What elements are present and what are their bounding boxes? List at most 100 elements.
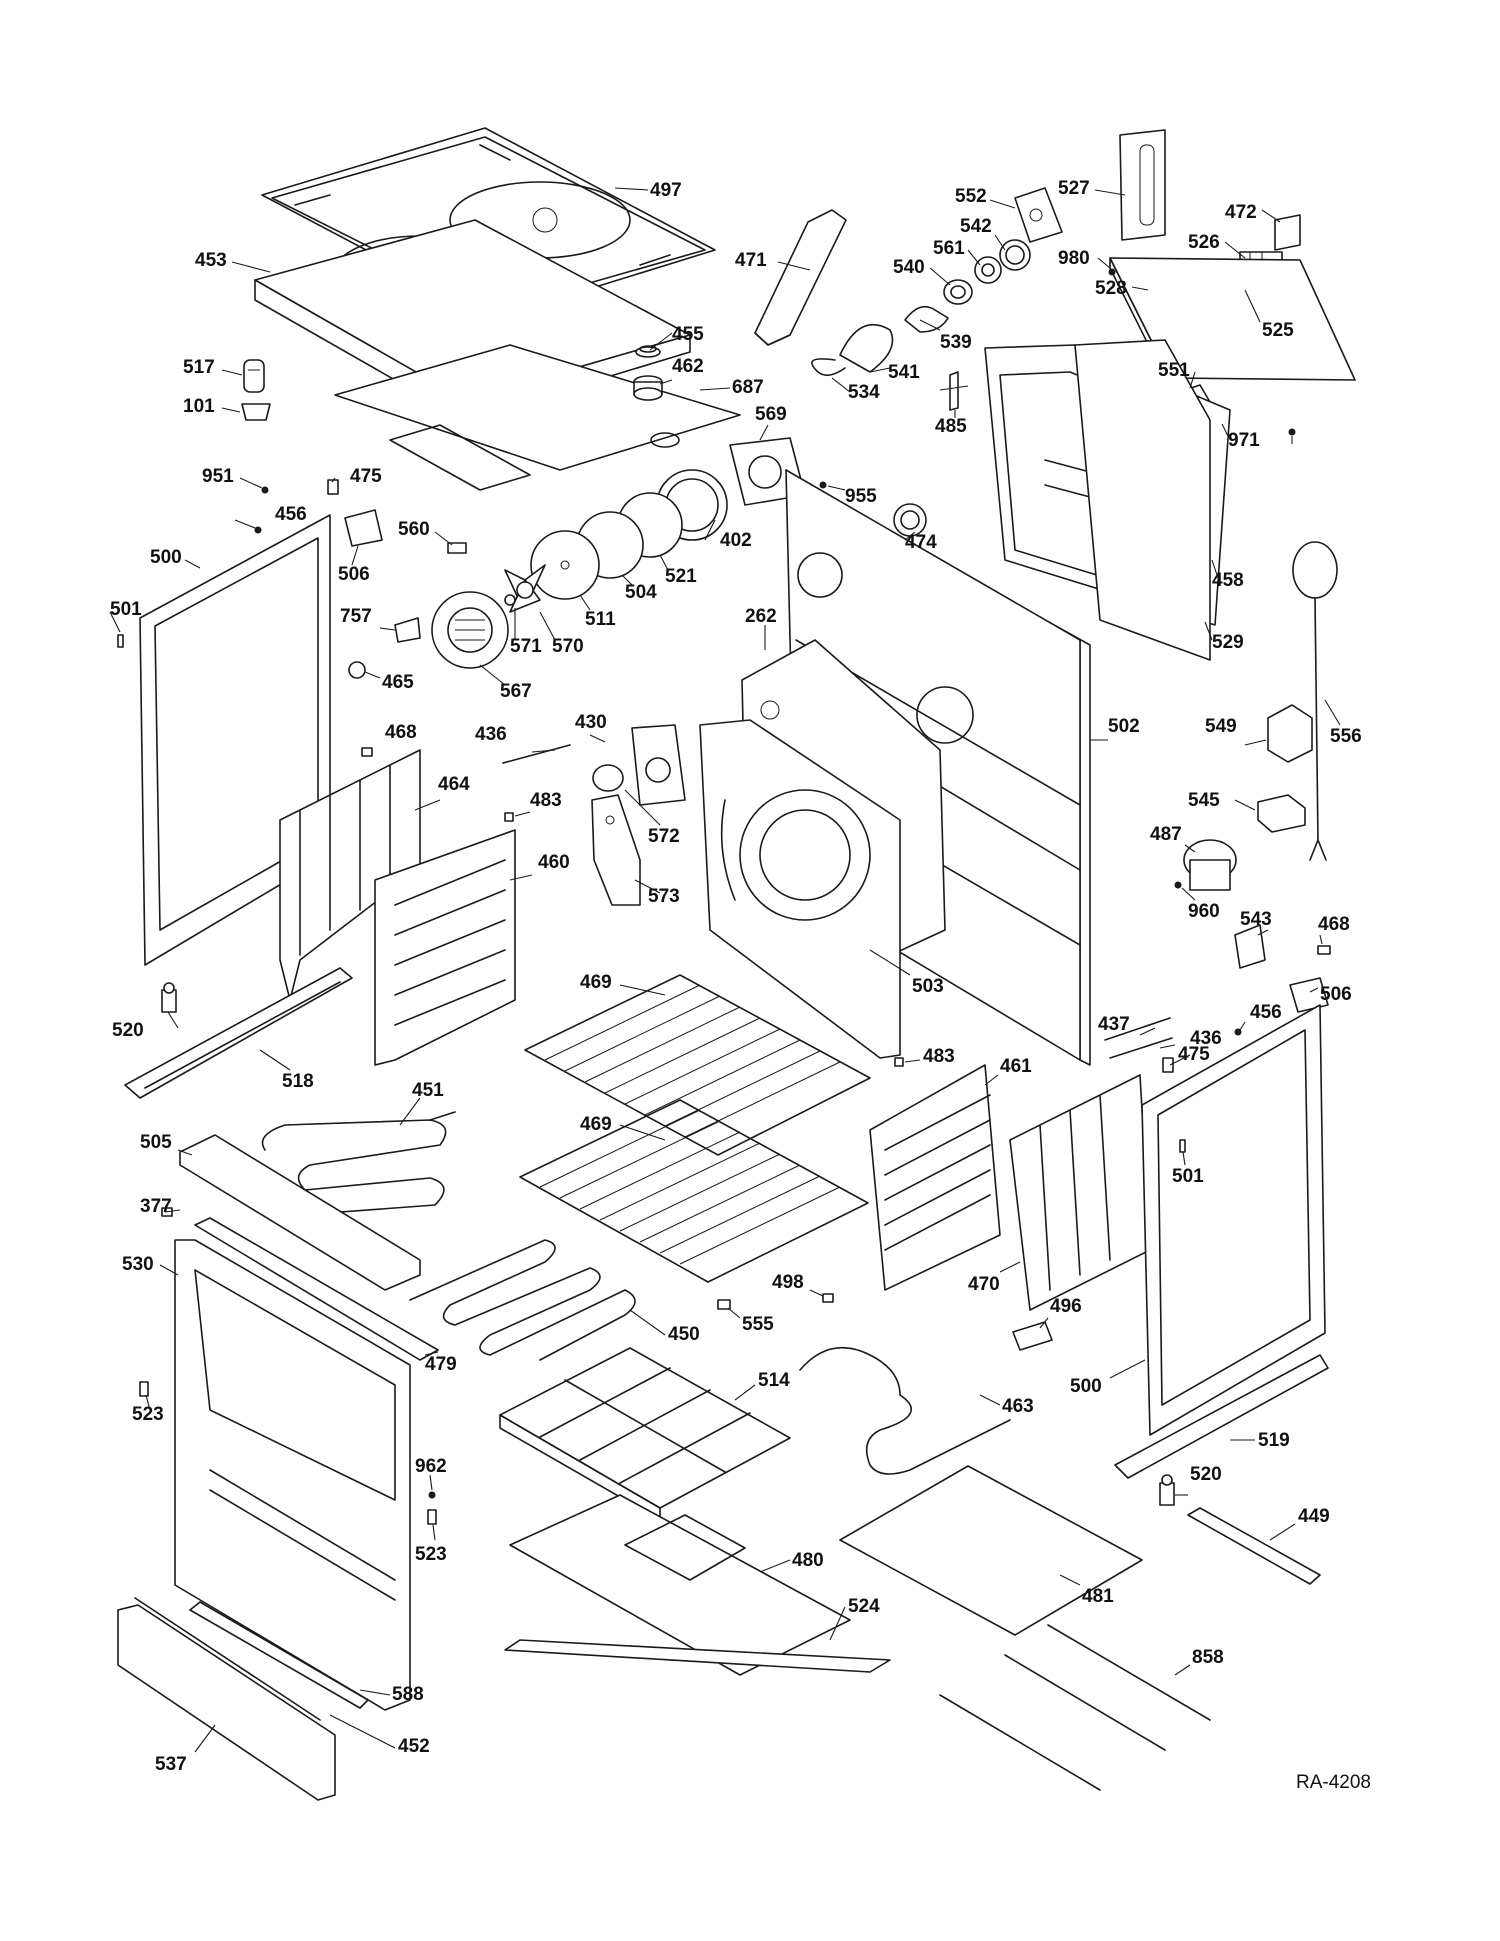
leader-lines [109,187,1341,1753]
callout-461: 461 [1000,1056,1032,1077]
callout-481: 481 [1082,1586,1114,1607]
callout-483-right: 483 [923,1046,955,1067]
callout-955: 955 [845,486,877,507]
terminal-block-545 [1257,794,1306,833]
callout-458: 458 [1212,570,1244,591]
callout-567: 567 [500,681,532,702]
trim-452 [134,1597,321,1721]
rod-436-upper [502,744,571,764]
callout-521: 521 [665,566,697,587]
callout-483-left: 483 [530,790,562,811]
callout-464: 464 [438,774,470,795]
screw-962 [428,1491,436,1499]
callout-540: 540 [893,257,925,278]
callout-455: 455 [672,324,704,345]
callout-552: 552 [955,186,987,207]
callout-526: 526 [1188,232,1220,253]
callout-505: 505 [140,1132,172,1153]
rail-479 [194,1217,439,1361]
bracket-449 [1187,1507,1321,1585]
callout-560: 560 [398,519,430,540]
heat-shield-687 [334,344,741,491]
callout-527: 527 [1058,178,1090,199]
callout-474: 474 [905,532,937,553]
callout-479: 479 [425,1354,457,1375]
rail-588 [189,1601,369,1709]
pin-501-right [1179,1139,1186,1153]
callout-506-left: 506 [338,564,370,585]
callout-573: 573 [648,886,680,907]
callout-449: 449 [1298,1506,1330,1527]
callout-498: 498 [772,1272,804,1293]
callout-450: 450 [668,1324,700,1345]
clip-523-right [427,1509,437,1525]
callout-561: 561 [933,238,965,259]
callout-504: 504 [625,582,657,603]
clip-517 [243,359,265,393]
callout-687: 687 [732,377,764,398]
front-frame-530 [174,1239,411,1711]
callout-962: 962 [415,1456,447,1477]
callout-496: 496 [1050,1296,1082,1317]
insulation-470 [1009,1074,1151,1311]
callout-524: 524 [848,1596,880,1617]
callout-555: 555 [742,1314,774,1335]
callout-485: 485 [935,416,967,437]
bracket-573 [591,794,641,906]
callout-451: 451 [412,1080,444,1101]
clip-468-left [361,747,373,757]
callout-503: 503 [912,976,944,997]
filter-462 [633,375,663,401]
bracket-496 [1012,1321,1053,1351]
callout-462: 462 [672,356,704,377]
broiler-rack-514 [499,1347,791,1521]
callout-469-upper: 469 [580,972,612,993]
clip-468-right [1317,945,1331,955]
callout-497: 497 [650,180,682,201]
bake-element-450 [409,1239,636,1361]
cover-506-right [1289,977,1329,1013]
clip-475-right [1162,1057,1174,1073]
callout-436-upper: 436 [475,724,507,745]
strip-858-c [939,1694,1101,1791]
callout-402: 402 [720,530,752,551]
relay-549 [1267,704,1313,763]
callout-980-a: 980 [1058,248,1090,269]
callout-588: 588 [392,1684,424,1705]
callout-556: 556 [1330,726,1362,747]
callout-858: 858 [1192,1647,1224,1668]
callout-539: 539 [940,332,972,353]
lamp-bulb-539 [904,305,949,333]
callout-519: 519 [1258,1430,1290,1451]
strip-858-b [1004,1654,1166,1751]
callout-480: 480 [792,1550,824,1571]
callout-572: 572 [648,826,680,847]
callout-463: 463 [1002,1396,1034,1417]
callout-528: 528 [1095,278,1127,299]
callout-456-left: 456 [275,504,307,525]
bracket-543 [1234,924,1266,969]
callout-549: 549 [1205,716,1237,737]
strip-858-a [1047,1624,1211,1721]
clip-555 [717,1299,731,1310]
screw-960 [1174,881,1182,889]
callout-542: 542 [960,216,992,237]
kick-panel-537 [117,1604,336,1801]
callout-500-right: 500 [1070,1376,1102,1397]
broiler-pan-480 [509,1494,851,1676]
vent-duct-471 [754,209,847,346]
callout-468-left: 468 [385,722,417,743]
rack-support-460 [374,829,516,1066]
callout-430: 430 [575,712,607,733]
clip-523-left [139,1381,149,1397]
screw-980-a [1108,268,1116,276]
callout-460: 460 [538,852,570,873]
callout-757: 757 [340,606,372,627]
fan-cover-567 [431,591,509,669]
side-panel-500-right [1141,1004,1326,1436]
hinge-520-right [1159,1474,1175,1506]
callout-569: 569 [755,404,787,425]
callout-529: 529 [1212,632,1244,653]
callout-520-left: 520 [112,1020,144,1041]
